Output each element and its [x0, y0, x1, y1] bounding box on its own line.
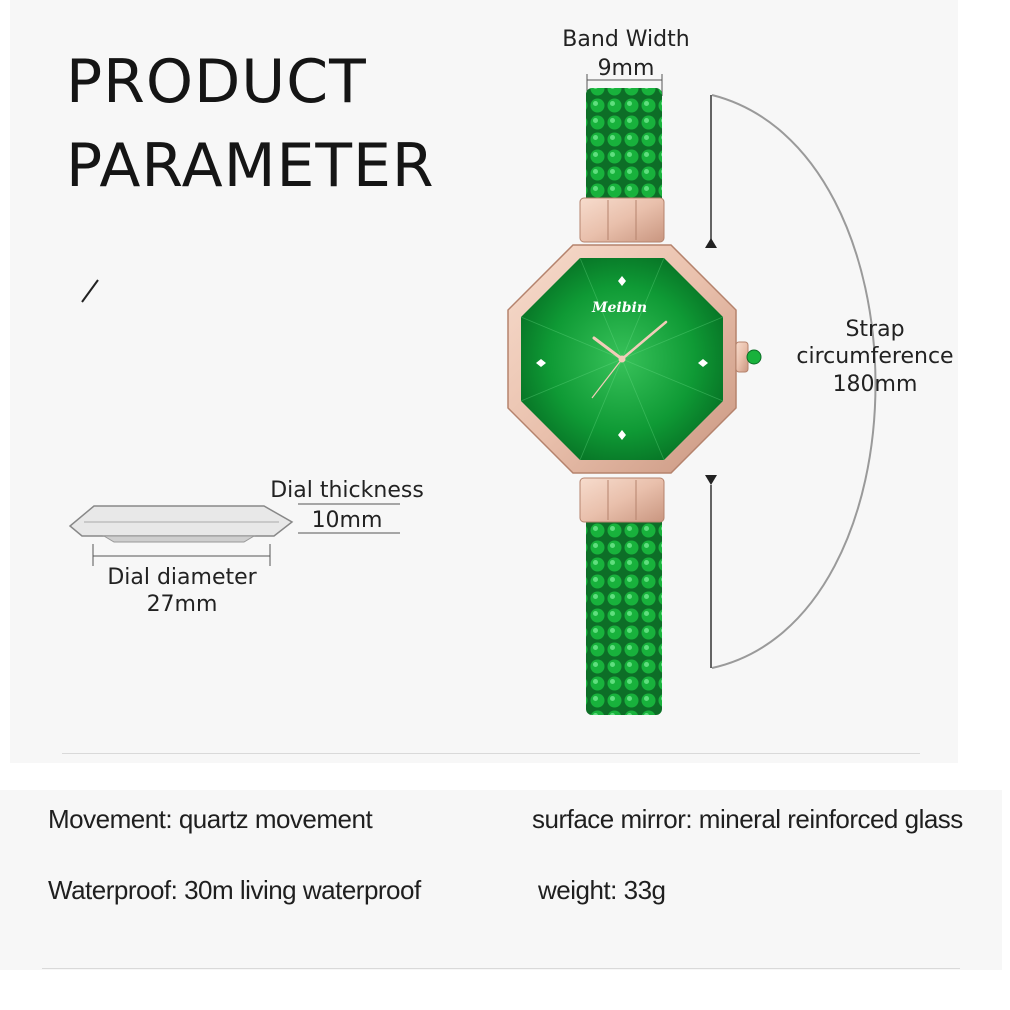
strap-circumference-label-1: Strap [845, 317, 905, 342]
bracelet-upper [586, 88, 662, 208]
watch-image [507, 88, 762, 715]
dial-thickness-value: 10mm [311, 508, 383, 533]
band-width-value: 9mm [597, 56, 655, 81]
strap-circumference-label-2: circumference [796, 344, 954, 369]
band-width-label: Band Width [562, 27, 690, 52]
dial-diameter-value: 27mm [146, 592, 218, 617]
spec-weight: weight: 33g [538, 875, 666, 905]
spec-surface-mirror: surface mirror: mineral reinforced glass [532, 804, 963, 834]
spec-panel [0, 790, 1002, 970]
title-line-1: PRODUCT [66, 47, 367, 117]
slash-mark [81, 279, 99, 303]
dial-side-view [68, 505, 294, 543]
divider [42, 968, 960, 969]
spec-movement: Movement: quartz movement [48, 804, 373, 834]
page-title: PRODUCT PARAMETER [66, 40, 435, 208]
strap-circumference-arc [705, 94, 877, 669]
bracelet-lower [586, 510, 662, 715]
title-line-2: PARAMETER [66, 131, 435, 201]
dial-dimension-lines [92, 503, 400, 566]
spec-waterproof: Waterproof: 30m living waterproof [48, 875, 421, 905]
divider [62, 753, 920, 754]
strap-circumference-value: 180mm [832, 372, 918, 397]
dial-thickness-label: Dial thickness [270, 478, 424, 503]
dial-diameter-label: Dial diameter [107, 565, 257, 590]
parameter-panel [10, 0, 958, 763]
brand-logo: Meibin [592, 300, 648, 316]
